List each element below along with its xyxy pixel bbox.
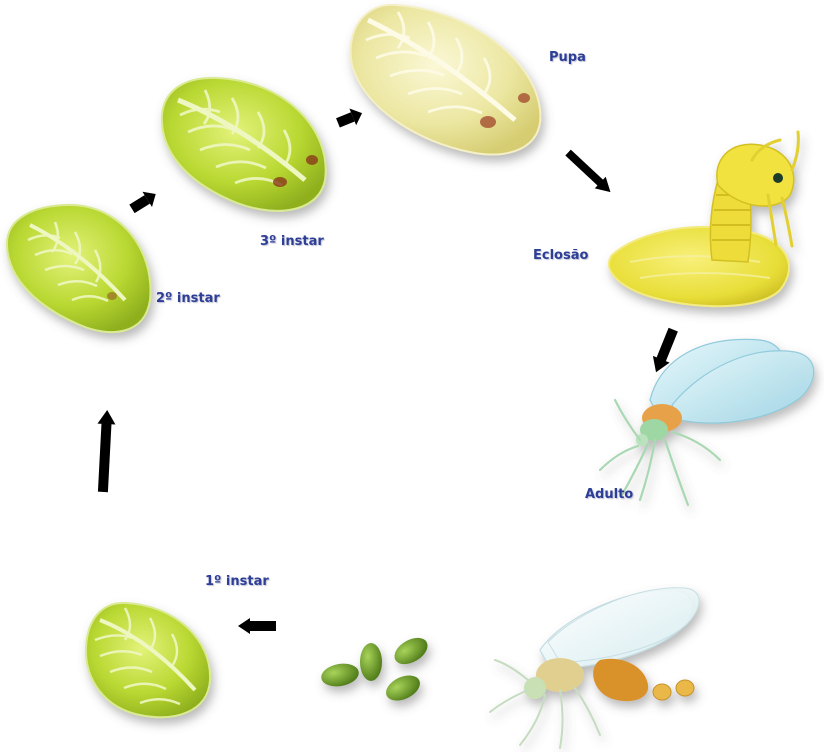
pupa-icon — [349, 3, 542, 156]
label-3rd-instar: 3º instar — [260, 234, 324, 249]
arrow-eggs-to-1st — [238, 618, 276, 634]
label-eclosion: Eclosão — [533, 248, 589, 263]
arrow-eclosion-to-adult — [652, 327, 678, 373]
label-adult: Adulto — [585, 487, 634, 502]
nymph-1st-instar-icon — [84, 601, 212, 719]
arrow-icon — [97, 108, 678, 634]
arrow-1st-to-2nd — [97, 410, 116, 493]
egg-icon — [394, 637, 428, 665]
egg-icon — [360, 643, 382, 681]
label-1st-instar: 1º instar — [205, 574, 269, 589]
nymph-2nd-instar-icon — [5, 203, 152, 334]
ovipositing-adult-icon — [489, 587, 700, 749]
label-2nd-instar: 2º instar — [156, 291, 220, 306]
eggs-icon — [321, 637, 428, 701]
arrow-pupa-to-eclosion — [565, 149, 611, 193]
arrow-2nd-to-3rd — [129, 191, 156, 214]
adult-whitefly-icon — [598, 338, 815, 507]
egg-icon — [321, 663, 359, 687]
nymph-3rd-instar-icon — [160, 76, 327, 212]
arrow-3rd-to-pupa — [336, 108, 363, 128]
eclosion-icon — [607, 130, 800, 308]
label-pupa: Pupa — [549, 50, 586, 65]
egg-icon — [386, 675, 420, 701]
